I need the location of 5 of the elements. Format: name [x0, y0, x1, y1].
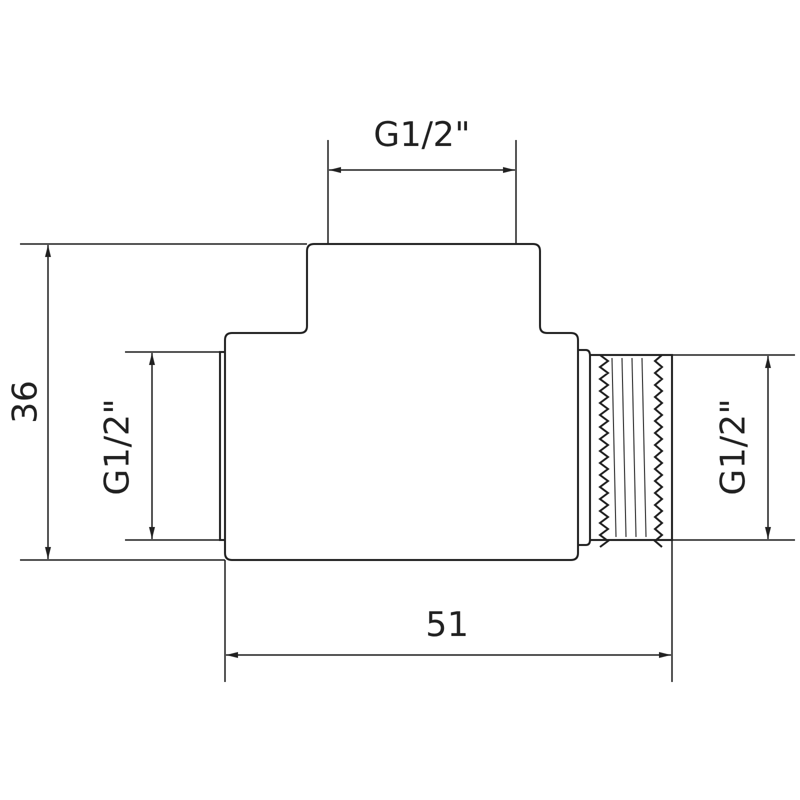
- dimension-label: 51: [426, 608, 469, 642]
- dimension-label: G1/2": [716, 398, 750, 496]
- dimension-label: G1/2": [374, 118, 470, 152]
- dimension-label: 36: [8, 380, 42, 424]
- dimension-label: G1/2": [100, 398, 134, 496]
